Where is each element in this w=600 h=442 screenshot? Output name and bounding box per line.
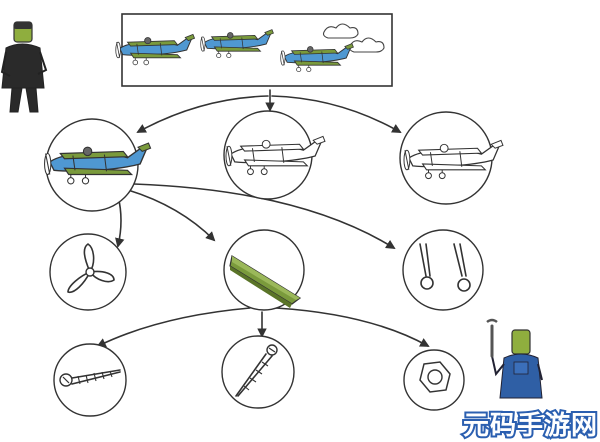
screw-icon (235, 344, 278, 397)
watermark: 元码手游网 (461, 409, 599, 442)
screw-circle (221, 335, 295, 409)
propeller-circle (49, 233, 127, 311)
top-plane-frame (115, 13, 393, 87)
wing-circle (223, 229, 305, 311)
wrench-icon (486, 318, 498, 358)
plane-circle-outline (399, 111, 504, 205)
cloud-icon (322, 23, 385, 53)
clamp-icon (419, 243, 471, 292)
propeller-icon (67, 243, 115, 294)
plane-circle-outline (223, 110, 326, 200)
screw-circle (53, 343, 127, 417)
mechanic-figure-icon (486, 318, 543, 399)
watermark-text: 元码手游网 (463, 411, 598, 441)
wing-part-icon (229, 255, 302, 308)
nut-circle (403, 349, 465, 411)
pilot-figure-icon (0, 21, 48, 113)
nut-icon (419, 361, 451, 393)
clamp-circle (402, 229, 484, 311)
plane-circle-colored (43, 118, 152, 212)
screw-icon (59, 369, 121, 387)
